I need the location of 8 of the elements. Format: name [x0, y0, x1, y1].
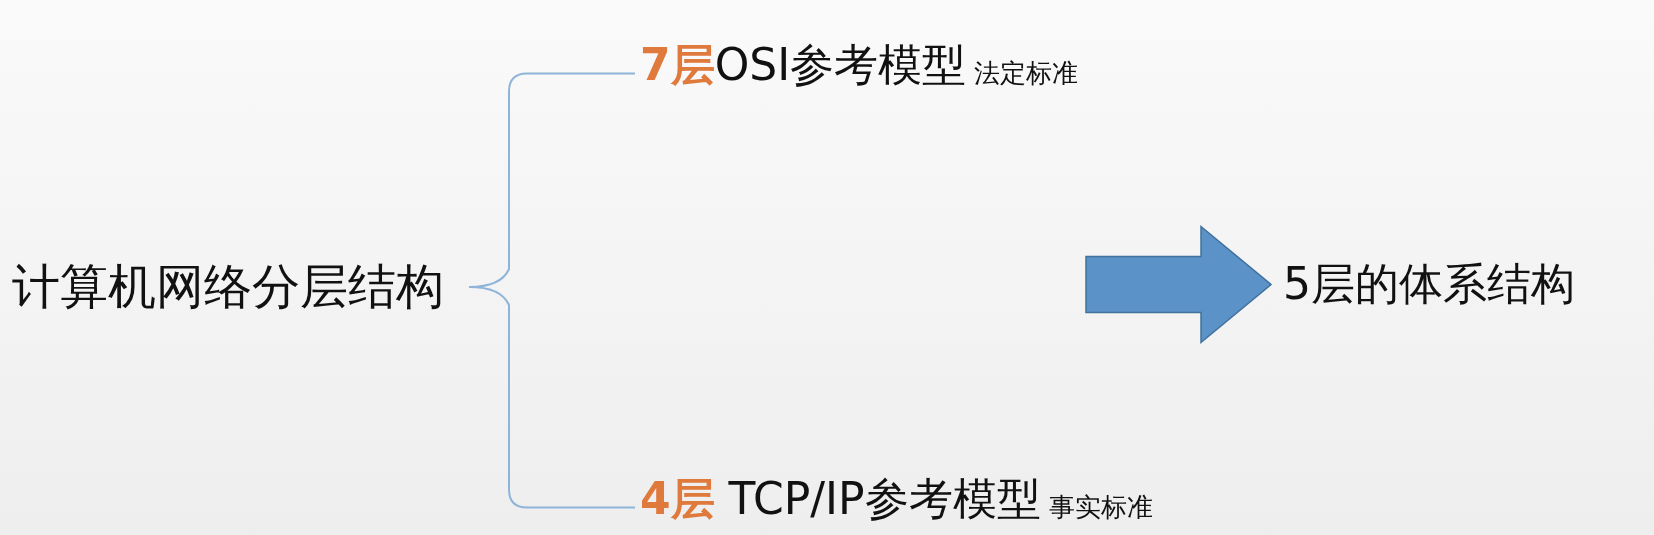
- topic-text: 计算机网络分层结构: [12, 257, 444, 316]
- note-text: 事实标准: [1048, 491, 1153, 524]
- block-arrow: [1085, 224, 1273, 345]
- node-text: 7层OSI参考模型: [640, 38, 967, 92]
- note-text: 法定标准: [974, 57, 1079, 90]
- brace-line: [468, 286, 636, 509]
- node-text: 4层 TCP/IP参考模型: [640, 472, 1041, 526]
- node-text: 5层的体系结构: [1283, 257, 1575, 311]
